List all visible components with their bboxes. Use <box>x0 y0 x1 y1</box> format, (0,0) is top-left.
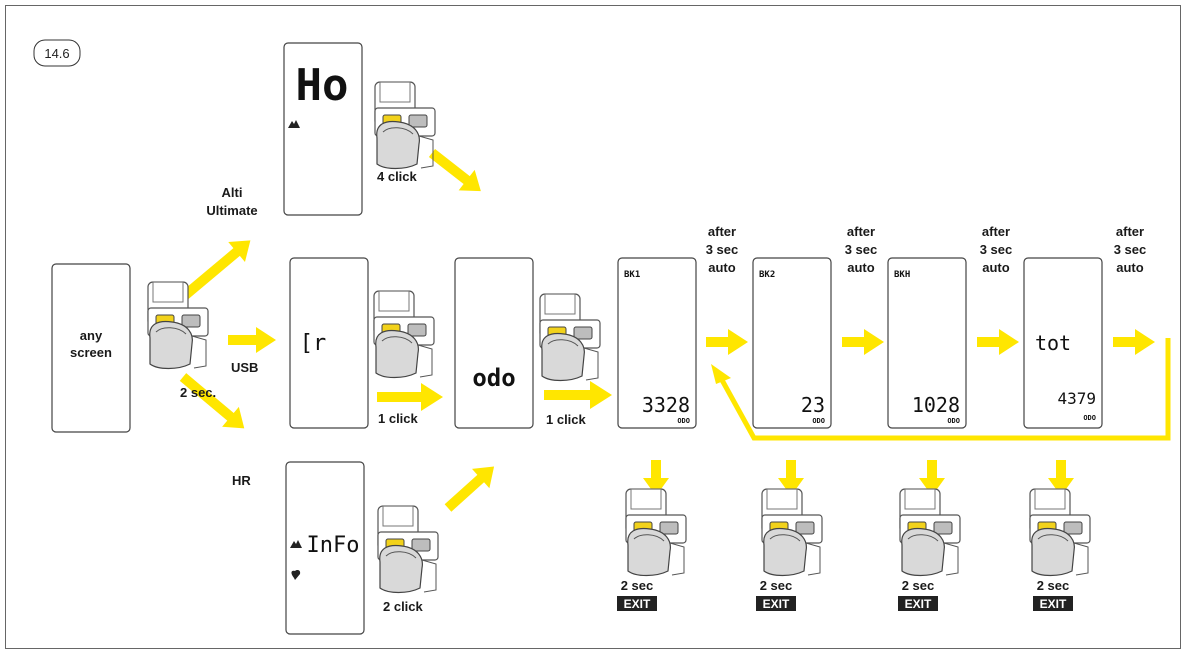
svg-text:3 sec: 3 sec <box>845 242 878 257</box>
mountain-icon <box>290 540 302 548</box>
hand-press-icon <box>374 81 436 170</box>
ho-screen-box <box>283 42 363 216</box>
bkh-screen-box <box>887 257 967 429</box>
tot-screen-box <box>1023 257 1103 429</box>
svg-text:EXIT: EXIT <box>763 597 790 611</box>
bkh-value: 1028 <box>912 393 960 417</box>
click-label-4: 4 click <box>377 169 418 184</box>
bkh-header: BKH <box>894 270 910 280</box>
any-screen-line1: any <box>80 328 103 343</box>
tot-title: tot <box>1035 331 1071 355</box>
figure-number: 14.6 <box>44 46 69 61</box>
click-label-1a: 1 click <box>378 411 419 426</box>
arrow-to-hr <box>179 373 245 429</box>
cr-screen-text: [r <box>300 331 327 356</box>
svg-text:2 sec: 2 sec <box>902 578 935 593</box>
svg-text:after: after <box>847 224 875 239</box>
alti-label-line2: Ultimate <box>206 203 257 218</box>
tot-unit: ODO <box>1083 414 1096 422</box>
svg-text:2 sec: 2 sec <box>760 578 793 593</box>
auto-advance-label: after 3 sec auto <box>706 224 739 275</box>
arrow-bkh-to-tot <box>977 329 1019 355</box>
exit-step-1: 2 sec EXIT <box>617 578 657 611</box>
hand-press-icon <box>539 293 601 382</box>
arrow-exit-2 <box>778 460 804 496</box>
bk1-value: 3328 <box>642 393 690 417</box>
arrow-exit-1 <box>643 460 669 496</box>
hr-label: HR <box>232 473 251 488</box>
svg-text:EXIT: EXIT <box>1040 597 1067 611</box>
loop-back-line <box>719 338 1171 441</box>
svg-text:2 sec: 2 sec <box>621 578 654 593</box>
svg-text:3 sec: 3 sec <box>706 242 739 257</box>
arrow-bk2-to-bkh <box>842 329 884 355</box>
tot-value: 4379 <box>1057 389 1096 408</box>
auto-advance-label: after 3 sec auto <box>1114 224 1147 275</box>
ho-screen-text: Ho <box>296 60 349 111</box>
svg-text:auto: auto <box>708 260 736 275</box>
arrow-odo-to-bk1 <box>544 381 612 409</box>
arrow-cr-to-odo <box>377 383 443 411</box>
figure-frame <box>5 5 1181 649</box>
svg-text:auto: auto <box>847 260 875 275</box>
auto-advance-label: after 3 sec auto <box>980 224 1013 275</box>
svg-text:after: after <box>708 224 736 239</box>
arrow-exit-3 <box>919 460 945 496</box>
hand-press-icon <box>373 290 435 379</box>
mountain-icon <box>288 120 300 128</box>
odo-screen-text: odo <box>472 364 515 392</box>
arrow-info-to-odo <box>444 466 495 512</box>
auto-advance-label: after 3 sec auto <box>845 224 878 275</box>
arrow-to-alti <box>179 240 251 301</box>
arrow-ho-to-odo <box>428 149 481 192</box>
svg-text:3 sec: 3 sec <box>980 242 1013 257</box>
arrow-to-usb <box>228 327 276 353</box>
cr-screen-box <box>289 257 369 429</box>
hand-press-icon <box>1029 488 1091 577</box>
svg-text:auto: auto <box>1116 260 1144 275</box>
svg-text:2 sec: 2 sec <box>1037 578 1070 593</box>
svg-text:after: after <box>982 224 1010 239</box>
hand-press-icon <box>761 488 823 577</box>
exit-step-2: 2 sec EXIT <box>756 578 796 611</box>
hand-press-icon <box>899 488 961 577</box>
info-screen-text: InFo <box>307 533 360 558</box>
bk2-value: 23 <box>801 393 825 417</box>
flow-arrows <box>179 149 1171 512</box>
svg-text:EXIT: EXIT <box>624 597 651 611</box>
bk1-header: BK1 <box>624 270 640 280</box>
hand-press-icon <box>147 281 209 370</box>
hold-duration-label: 2 sec. <box>180 385 216 400</box>
hand-press-icon <box>625 488 687 577</box>
arrow-exit-4 <box>1048 460 1074 496</box>
bk1-unit: ODO <box>677 417 690 425</box>
svg-text:EXIT: EXIT <box>905 597 932 611</box>
arrow-tot-out <box>1113 329 1155 355</box>
svg-text:3 sec: 3 sec <box>1114 242 1147 257</box>
alti-label-line1: Alti <box>222 185 243 200</box>
bk2-screen-box <box>752 257 832 429</box>
heart-icon <box>291 570 301 580</box>
loop-back-arrowhead <box>711 364 731 384</box>
bk2-header: BK2 <box>759 270 775 280</box>
bk1-screen-box <box>617 257 697 429</box>
info-screen-box <box>285 461 365 635</box>
odo-screen-box <box>454 257 534 429</box>
exit-step-3: 2 sec EXIT <box>898 578 938 611</box>
svg-text:after: after <box>1116 224 1144 239</box>
bk2-unit: ODO <box>812 417 825 425</box>
any-screen-line2: screen <box>70 345 112 360</box>
figure-number-badge <box>33 39 81 67</box>
usb-label: USB <box>231 360 258 375</box>
hand-press-icon <box>377 505 439 594</box>
exit-step-4: 2 sec EXIT <box>1033 578 1073 611</box>
any-screen-box <box>51 263 131 433</box>
bkh-unit: ODO <box>947 417 960 425</box>
click-label-1b: 1 click <box>546 412 587 427</box>
svg-text:auto: auto <box>982 260 1010 275</box>
arrow-bk1-to-bk2 <box>706 329 748 355</box>
click-label-2: 2 click <box>383 599 424 614</box>
